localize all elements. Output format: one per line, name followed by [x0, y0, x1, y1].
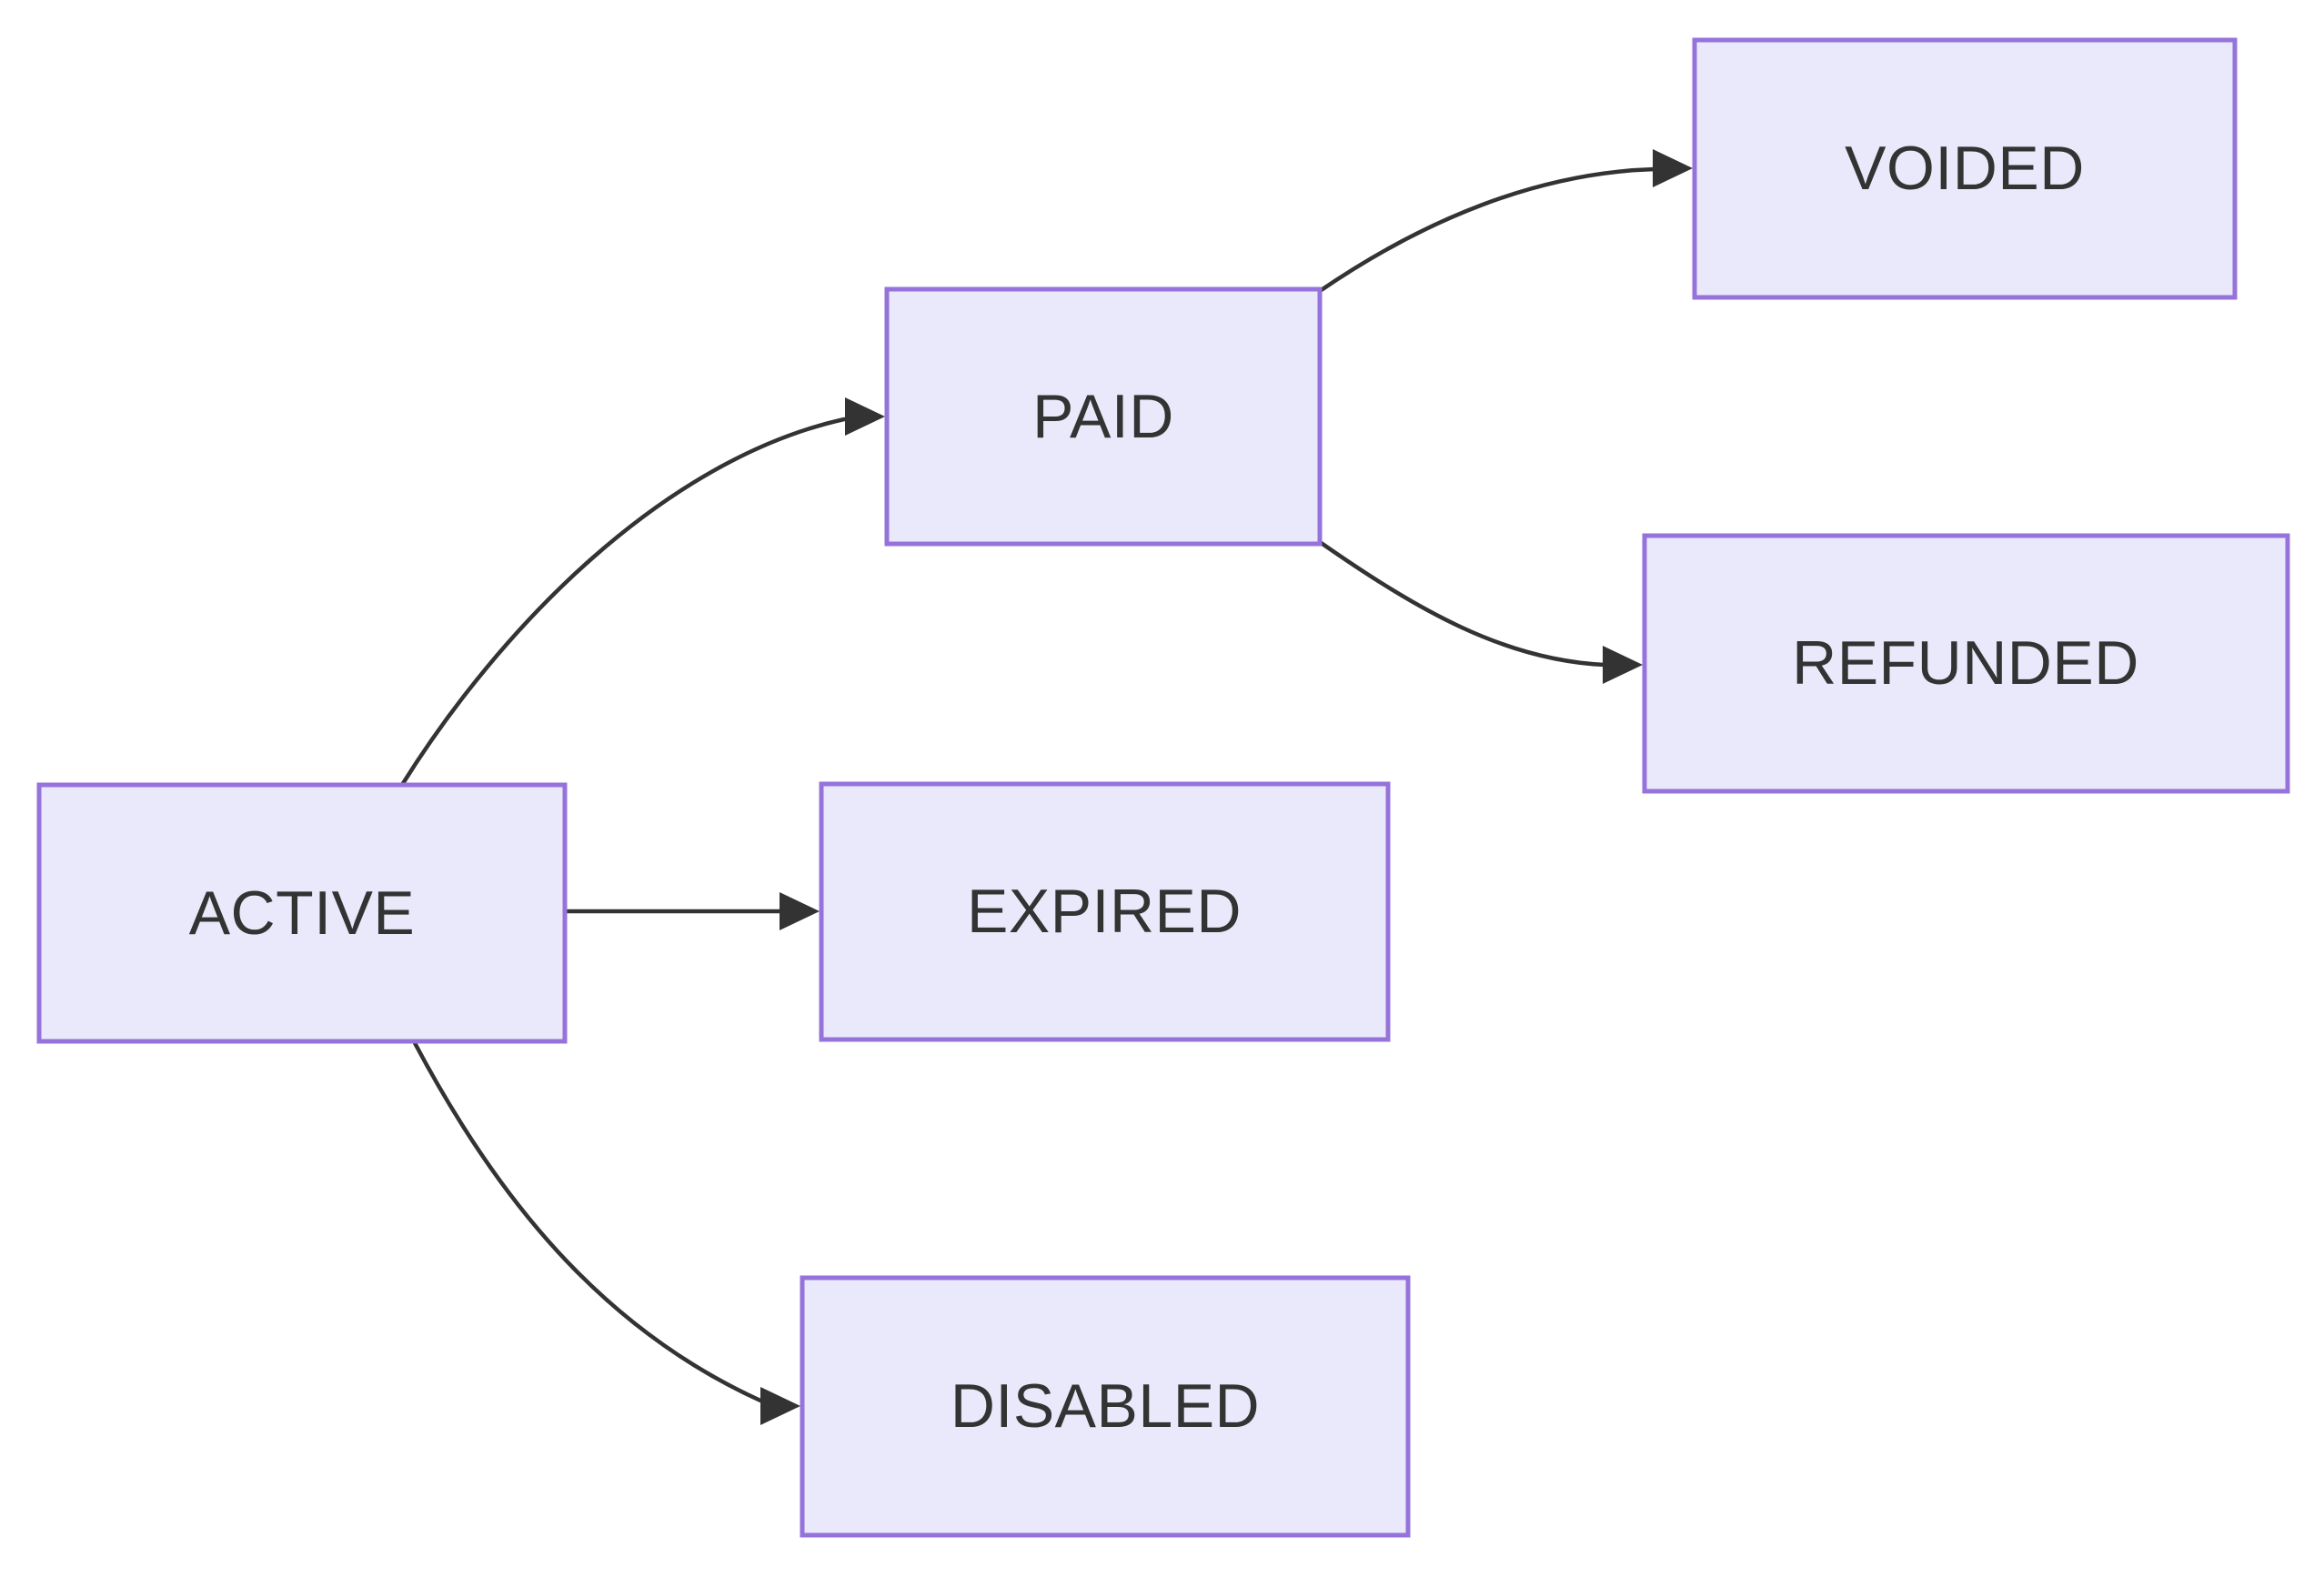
node-active-label: ACTIVE — [189, 879, 416, 948]
arrowhead-icon — [760, 1387, 800, 1425]
edge-active-to-paid-line — [399, 417, 847, 788]
node-expired-box — [819, 781, 1391, 1042]
node-active: ACTIVE — [36, 782, 568, 1044]
node-refunded-label: REFUNDED — [1792, 628, 2139, 698]
node-voided: VOIDED — [1692, 37, 2238, 300]
node-paid-label: PAID — [1032, 382, 1174, 451]
node-disabled: DISABLED — [800, 1275, 1411, 1538]
edge-active-to-expired — [562, 892, 820, 930]
node-voided-label: VOIDED — [1845, 134, 2085, 203]
edge-paid-to-refunded-line — [1317, 539, 1607, 668]
arrowhead-icon — [1653, 149, 1693, 187]
node-paid: PAID — [884, 286, 1323, 547]
node-expired: EXPIRED — [819, 781, 1391, 1042]
arrowhead-icon — [845, 397, 885, 436]
edge-active-to-disabled — [411, 1039, 800, 1425]
edge-active-to-paid — [399, 397, 885, 788]
edge-active-to-disabled-line — [411, 1039, 763, 1403]
arrowhead-icon — [1603, 646, 1643, 684]
node-disabled-box — [800, 1275, 1411, 1538]
node-expired-label: EXPIRED — [967, 877, 1242, 946]
node-disabled-label: DISABLED — [951, 1371, 1260, 1441]
arrowhead-icon — [780, 892, 820, 930]
edge-paid-to-refunded — [1317, 539, 1643, 684]
node-refunded-box — [1642, 533, 2290, 794]
node-voided-box — [1692, 37, 2238, 300]
edge-paid-to-voided-line — [1317, 166, 1657, 294]
node-active-box — [36, 782, 568, 1044]
node-paid-box — [884, 286, 1323, 547]
edge-paid-to-voided — [1317, 149, 1693, 294]
node-refunded: REFUNDED — [1642, 533, 2290, 794]
